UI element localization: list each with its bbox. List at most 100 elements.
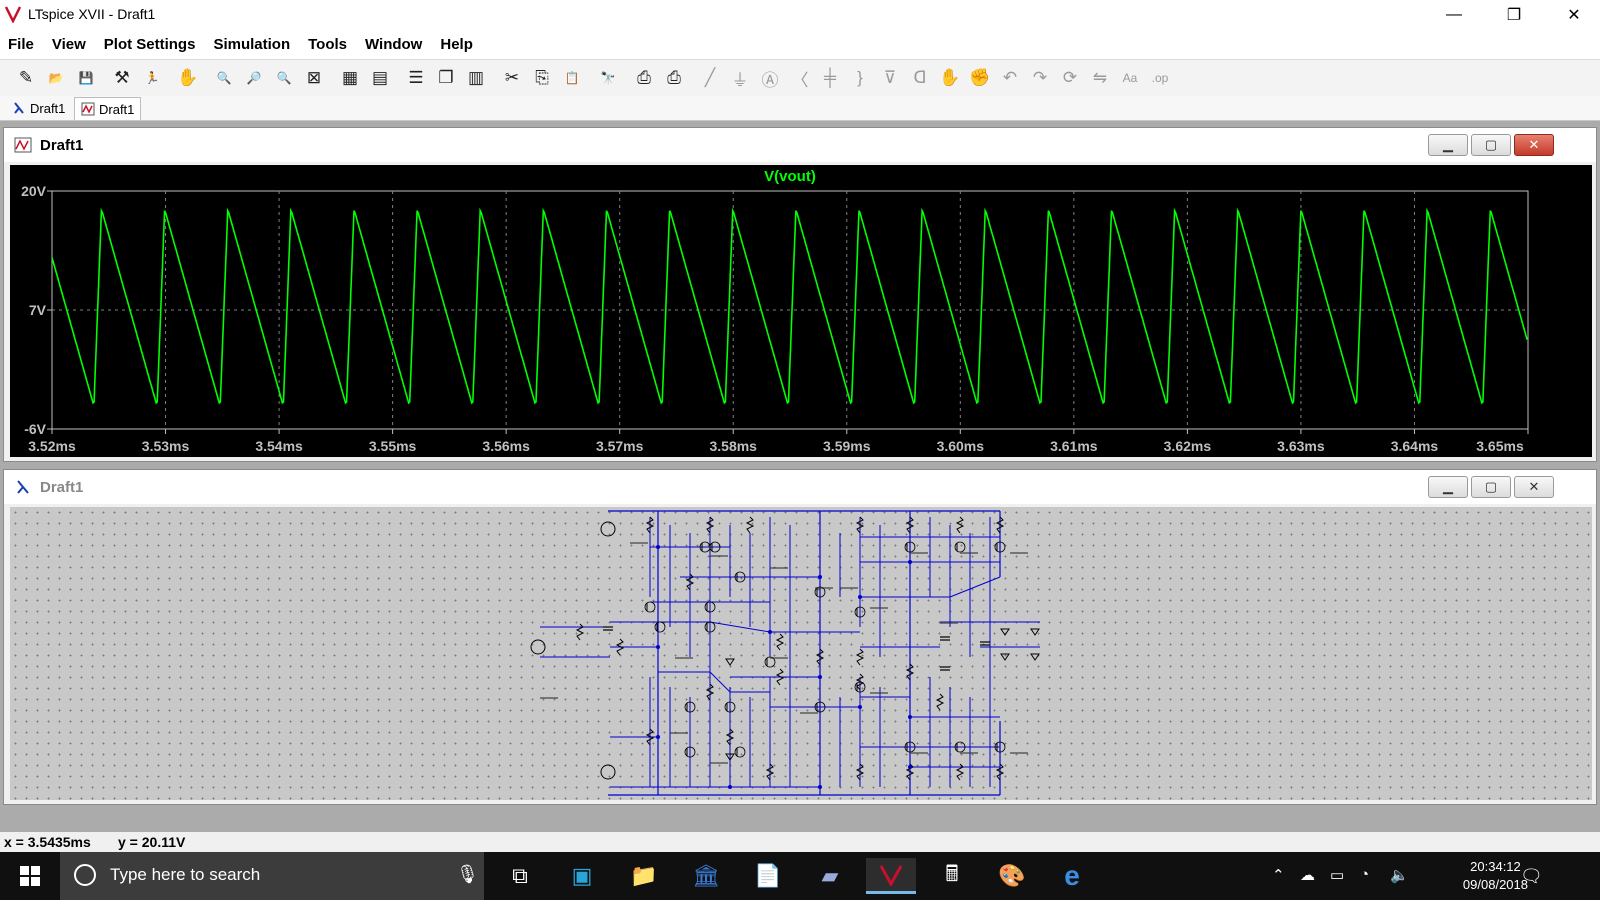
label-net-icon[interactable]: Ⓐ: [761, 70, 779, 90]
microphone-icon[interactable]: 🎙: [456, 864, 479, 884]
notes-app-icon[interactable]: ▰: [821, 863, 839, 888]
diode-symbol: [1000, 628, 1010, 636]
trace-icon[interactable]: ▤: [371, 68, 389, 87]
halt-icon[interactable]: ✋: [177, 68, 199, 87]
schematic-minimize-button[interactable]: ▁: [1428, 476, 1468, 498]
onedrive-icon[interactable]: ☁: [1300, 867, 1315, 884]
new-schematic-icon[interactable]: ✎: [18, 68, 34, 87]
tab-schematic[interactable]: Draft1: [6, 97, 71, 119]
wire-junction: [908, 765, 912, 769]
component-label-text: [910, 752, 928, 754]
menu-view[interactable]: View: [51, 35, 86, 53]
cut-icon[interactable]: ✂: [504, 68, 520, 87]
menu-simulation[interactable]: Simulation: [213, 35, 291, 53]
zoom-out-icon[interactable]: 🔍: [276, 71, 292, 85]
resistor-symbol: [705, 516, 715, 534]
run-icon[interactable]: 🏃: [144, 71, 160, 85]
resistor-symbol: [575, 623, 585, 641]
ltspice-taskbar-icon[interactable]: [866, 858, 916, 894]
schematic-window-title: Draft1: [40, 479, 84, 496]
action-center-icon[interactable]: 🗨: [1520, 866, 1543, 886]
file-explorer-icon[interactable]: 📁: [630, 863, 658, 888]
transistor-symbol: [994, 741, 1006, 753]
waveform-minimize-button[interactable]: ▁: [1428, 134, 1468, 156]
x-tick-label: 3.55ms: [369, 438, 417, 454]
ground-icon[interactable]: ⏚: [731, 70, 749, 90]
waveform-maximize-button[interactable]: ▢: [1471, 134, 1511, 156]
tab-waveform[interactable]: Draft1: [74, 97, 142, 120]
tray-chevron-icon[interactable]: ⌃: [1272, 867, 1285, 884]
drag-icon[interactable]: ✊: [969, 68, 991, 87]
task-view-icon[interactable]: ⧉: [512, 863, 528, 888]
calculator-icon[interactable]: 🖩: [945, 861, 959, 886]
transistor-symbol: [734, 571, 746, 583]
taskbar-search-box[interactable]: Type here to search 🎙: [60, 852, 484, 900]
print-icon[interactable]: ⎙: [637, 68, 651, 87]
spice-directive-icon[interactable]: .op: [1151, 71, 1169, 85]
move-icon[interactable]: ✋: [939, 68, 961, 87]
save-icon[interactable]: 💾: [78, 71, 94, 85]
schematic-wire: [709, 621, 771, 633]
wire-junction: [858, 595, 862, 599]
zoom-pan-icon[interactable]: 🔎: [246, 71, 262, 85]
schematic-close-button[interactable]: ✕: [1514, 476, 1554, 498]
control-panel-icon[interactable]: ⚒: [114, 68, 130, 87]
volume-icon[interactable]: 🔈: [1390, 867, 1409, 884]
restore-button[interactable]: ❐: [1506, 7, 1522, 24]
menu-plot-settings[interactable]: Plot Settings: [103, 35, 196, 53]
open-icon[interactable]: 📂: [48, 71, 64, 85]
redo-icon[interactable]: ↷: [1032, 68, 1048, 87]
inductor-icon[interactable]: }: [857, 68, 863, 87]
menu-tools[interactable]: Tools: [308, 35, 347, 53]
paint-app-icon[interactable]: 🎨: [998, 863, 1026, 888]
minimize-button[interactable]: —: [1446, 6, 1462, 23]
edge-browser-icon[interactable]: e: [1064, 860, 1080, 891]
x-tick-label: 3.52ms: [28, 438, 76, 454]
mirror-icon[interactable]: ⇋: [1092, 68, 1108, 87]
cascade-icon[interactable]: ❐: [438, 68, 454, 87]
start-button[interactable]: [8, 858, 52, 894]
schematic-window-titlebar[interactable]: Draft1 ▁ ▢ ✕: [4, 470, 1596, 504]
resistor-symbol: [855, 763, 865, 781]
zoom-fit-icon[interactable]: ⊠: [306, 68, 322, 87]
wire-junction: [858, 705, 862, 709]
resistor-icon[interactable]: 〈: [791, 70, 809, 90]
tile-vertical-icon[interactable]: ▥: [467, 68, 485, 87]
capacitor-icon[interactable]: ╪: [823, 68, 837, 87]
find-icon[interactable]: 🔭: [600, 71, 616, 85]
diode-icon[interactable]: ⊽: [883, 68, 897, 87]
diode-symbol: [1000, 653, 1010, 661]
rotate-icon[interactable]: ⟳: [1062, 68, 1078, 87]
zoom-in-icon[interactable]: 🔍: [216, 71, 232, 85]
schematic-canvas[interactable]: [10, 507, 1592, 800]
component-icon[interactable]: ᗡ: [913, 68, 927, 87]
bank-app-icon[interactable]: 🏛: [692, 863, 720, 888]
waveform-close-button[interactable]: ✕: [1514, 134, 1554, 156]
wire-icon[interactable]: ╱: [704, 68, 716, 87]
text-icon[interactable]: Aa: [1122, 71, 1138, 85]
waveform-window-titlebar[interactable]: Draft1 ▁ ▢ ✕: [4, 128, 1596, 162]
menu-help[interactable]: Help: [440, 35, 473, 53]
tile-horizontal-icon[interactable]: ☰: [408, 68, 424, 87]
document-app-icon[interactable]: 📄: [754, 863, 782, 888]
autorange-icon[interactable]: ▦: [341, 68, 359, 87]
menu-file[interactable]: File: [8, 35, 34, 53]
paste-icon[interactable]: 📋: [564, 71, 580, 85]
transistor-symbol: [854, 606, 866, 618]
component-label-text: [670, 732, 688, 734]
schematic-maximize-button[interactable]: ▢: [1471, 476, 1511, 498]
resistor-symbol: [855, 516, 865, 534]
print-setup-icon[interactable]: ⎙: [667, 68, 681, 87]
close-button[interactable]: ✕: [1567, 7, 1581, 24]
window-title: LTspice XVII - Draft1: [28, 6, 156, 22]
system-clock[interactable]: 20:34:12 09/08/2018: [1463, 858, 1528, 894]
menu-window[interactable]: Window: [365, 35, 423, 53]
wifi-icon[interactable]: ◔: [1360, 866, 1370, 883]
store-app-icon[interactable]: ▣: [571, 863, 593, 888]
battery-icon[interactable]: ▭: [1330, 867, 1345, 884]
wire-junction: [908, 560, 912, 564]
undo-icon[interactable]: ↶: [1002, 68, 1018, 87]
copy-icon[interactable]: ⎘: [535, 68, 549, 87]
